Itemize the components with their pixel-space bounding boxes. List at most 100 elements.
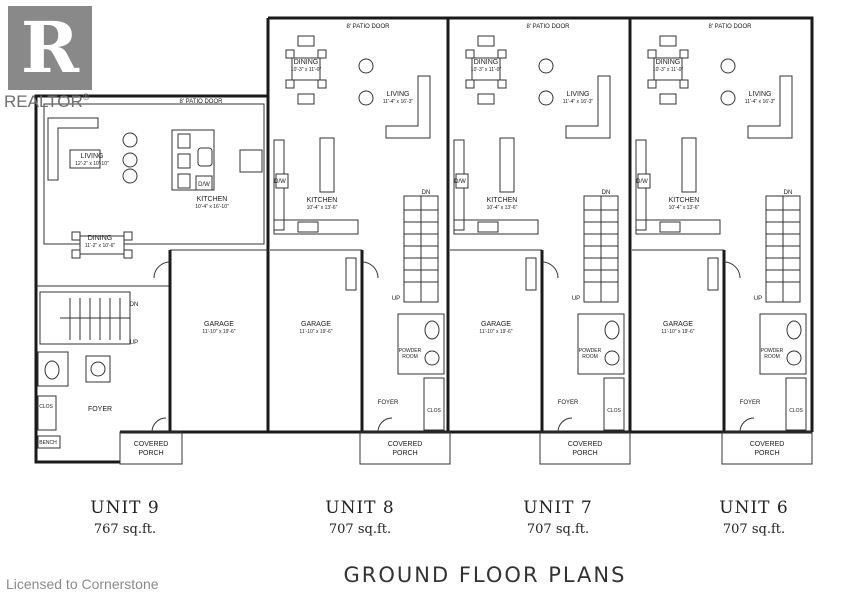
- foyer-label: FOYER: [88, 406, 112, 413]
- kitchen-label: KITCHEN: [197, 196, 228, 203]
- unit-caption-7: UNIT 7 707 sq.ft.: [488, 498, 628, 537]
- dining-label: DINING: [294, 59, 319, 66]
- dining-table-icon: [291, 57, 321, 81]
- sink-icon: [455, 173, 469, 189]
- garage-dim: 11'-10" x 19'-6": [299, 329, 332, 335]
- stairs-down-label: DN: [784, 190, 793, 196]
- porch-label-2: PORCH: [138, 450, 163, 457]
- bench-label: BENCH: [39, 440, 57, 446]
- kitchen-label: KITCHEN: [487, 197, 518, 204]
- sink-icon: [786, 350, 802, 366]
- kitchen-dim: 10'-4" x 13'-6": [669, 205, 700, 211]
- sink-icon: [90, 361, 106, 377]
- patio-door-label: 8' PATIO DOOR: [347, 24, 391, 30]
- living-label: LIVING: [749, 91, 772, 98]
- porch-label: COVERED: [750, 441, 785, 448]
- living-label: LIVING: [387, 91, 410, 98]
- unit-caption-6: UNIT 6 707 sq.ft.: [684, 498, 824, 537]
- porch-label: COVERED: [134, 441, 169, 448]
- logo-box: [8, 6, 92, 90]
- toilet-icon: [604, 320, 620, 340]
- realtor-logo: R REALTOR®: [4, 4, 96, 112]
- dining-table-icon: [653, 57, 683, 81]
- porch-label-2: PORCH: [392, 450, 417, 457]
- covered-porch: [721, 431, 813, 465]
- garage-dim: 11'-10" x 19'-6": [661, 329, 694, 335]
- dining-dim: 10'-3" x 11'-0": [471, 67, 502, 73]
- island-icon: [681, 137, 697, 193]
- island-icon: [499, 137, 515, 193]
- sofa-icon: [565, 75, 611, 139]
- sofa-icon: [747, 75, 793, 139]
- stove-icon: [477, 221, 499, 233]
- dining-dim: 11'-2" x 10'-6": [85, 243, 116, 249]
- dining-table-icon: [471, 57, 501, 81]
- garage-label: GARAGE: [301, 321, 331, 328]
- dining-label: DINING: [474, 59, 499, 66]
- realtor-text: REALTOR: [4, 92, 83, 111]
- door-swing-icon: [361, 261, 379, 279]
- kitchen-dim: 10'-4" x 13'-6": [307, 205, 338, 211]
- garage-label: GARAGE: [481, 321, 511, 328]
- closet-label: CLOS: [789, 408, 803, 414]
- living-dim: 11'-4" x 16'-3": [383, 99, 414, 105]
- door-swing-icon: [541, 261, 559, 279]
- unit-9-plan: 8' PATIO DOOR LIVING 12'-2" x 10'-10" KI…: [36, 99, 268, 465]
- sink-icon: [637, 173, 651, 189]
- living-dim: 12'-2" x 10'-10": [75, 161, 109, 167]
- door-swing-icon: [723, 261, 741, 279]
- stairs-down-label: DN: [602, 190, 611, 196]
- stairs-down-label: DN: [130, 302, 139, 308]
- patio-door-label: 8' PATIO DOOR: [709, 24, 753, 30]
- porch-label-2: PORCH: [572, 450, 597, 457]
- unit-area: 707 sq.ft.: [526, 522, 590, 537]
- kitchen-dim: 10'-4" x 13'-6": [487, 205, 518, 211]
- stairs-icon: [60, 298, 130, 340]
- kitchen-label: KITCHEN: [669, 197, 700, 204]
- stairs-up-label: UP: [572, 296, 580, 302]
- unit-area: 707 sq.ft.: [722, 522, 786, 537]
- sofa-icon: [47, 117, 99, 181]
- unit-name: UNIT 9: [90, 498, 160, 518]
- porch-label: COVERED: [568, 441, 603, 448]
- kitchen-label: KITCHEN: [307, 197, 338, 204]
- unit-name: UNIT 6: [719, 498, 789, 518]
- porch-label-2: PORCH: [754, 450, 779, 457]
- license-text: Licensed to Cornerstone: [6, 576, 159, 592]
- exterior-walls: [34, 16, 814, 464]
- foyer-label: FOYER: [558, 400, 579, 406]
- dining-dim: 10'-3" x 11'-0": [291, 67, 322, 73]
- sink-icon: [604, 350, 620, 366]
- toilet-icon: [44, 360, 60, 380]
- garage-dim: 11'-10" x 19'-6": [202, 329, 235, 335]
- kitchen-dim: 10'-4" x 16'-10": [195, 204, 229, 210]
- stairs-down-label: DN: [422, 190, 431, 196]
- living-label: LIVING: [81, 153, 104, 160]
- unit-name: UNIT 8: [325, 498, 395, 518]
- logo-letter: R: [20, 6, 80, 89]
- toilet-icon: [424, 320, 440, 340]
- unit-caption-8: UNIT 8 707 sq.ft.: [290, 498, 430, 537]
- stairs-up-label: UP: [392, 296, 400, 302]
- powder-room-label-2: ROOM: [764, 354, 780, 360]
- stove-icon: [659, 221, 681, 233]
- powder-room-label: POWDER: [399, 348, 422, 354]
- unit-name: UNIT 7: [523, 498, 593, 518]
- closet-label: CLOS: [607, 408, 621, 414]
- dishwasher-label: D/W: [274, 179, 286, 185]
- toilet-icon: [786, 320, 802, 340]
- closet-label: CLOS: [39, 404, 53, 410]
- garage-dim: 11'-10" x 19'-6": [479, 329, 512, 335]
- patio-door-label: 8' PATIO DOOR: [180, 99, 224, 105]
- stairs-up-label: UP: [130, 340, 138, 346]
- garage-label: GARAGE: [663, 321, 693, 328]
- living-dim: 11'-4" x 16'-3": [745, 99, 776, 105]
- covered-porch: [359, 431, 451, 465]
- realtor-wordmark: REALTOR®: [4, 92, 89, 112]
- porch-label: COVERED: [388, 441, 423, 448]
- sofa-icon: [385, 75, 431, 139]
